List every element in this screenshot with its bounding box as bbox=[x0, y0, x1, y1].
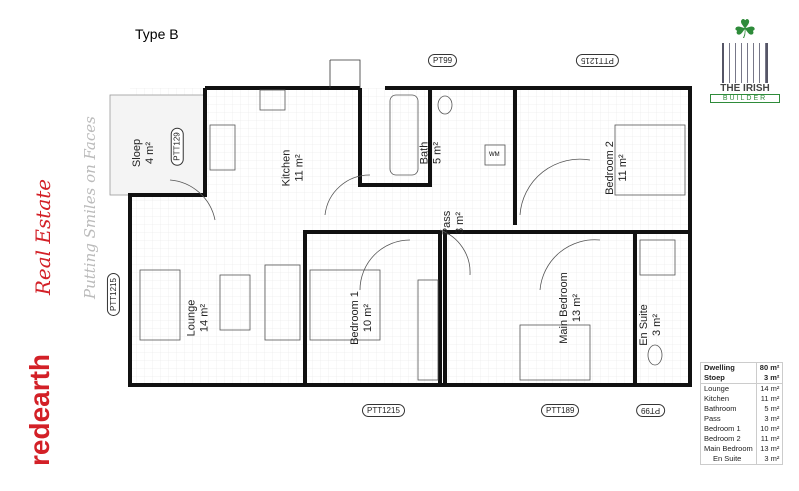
real-estate-logo-text: Real Estate bbox=[31, 178, 56, 296]
tag-ptt1215-top: PTT1215 bbox=[576, 54, 619, 67]
fixtures bbox=[139, 59, 686, 381]
irish-builder-logo: ☘ THE IRISH BUILDER bbox=[710, 15, 780, 103]
tag-ptt1215-bottom: PTT1215 bbox=[362, 404, 405, 417]
tag-ptt189: PTT189 bbox=[541, 404, 580, 417]
tag-ptt1215-left: PTT1215 bbox=[106, 273, 120, 316]
redearth-logo: redearth bbox=[24, 353, 55, 466]
tag-pt99-bottom: PT99 bbox=[636, 404, 666, 417]
walls bbox=[128, 86, 692, 387]
slogan: Putting Smiles on Faces bbox=[81, 116, 99, 299]
shamrock-icon: ☘ bbox=[733, 14, 757, 44]
tag-pt99: PT99 bbox=[428, 54, 458, 67]
plan-title: Type B bbox=[135, 26, 179, 42]
tag-ptt129: PTT129 bbox=[170, 127, 184, 166]
washing-machine-label: WM bbox=[489, 152, 500, 158]
stoep-area bbox=[109, 94, 206, 196]
